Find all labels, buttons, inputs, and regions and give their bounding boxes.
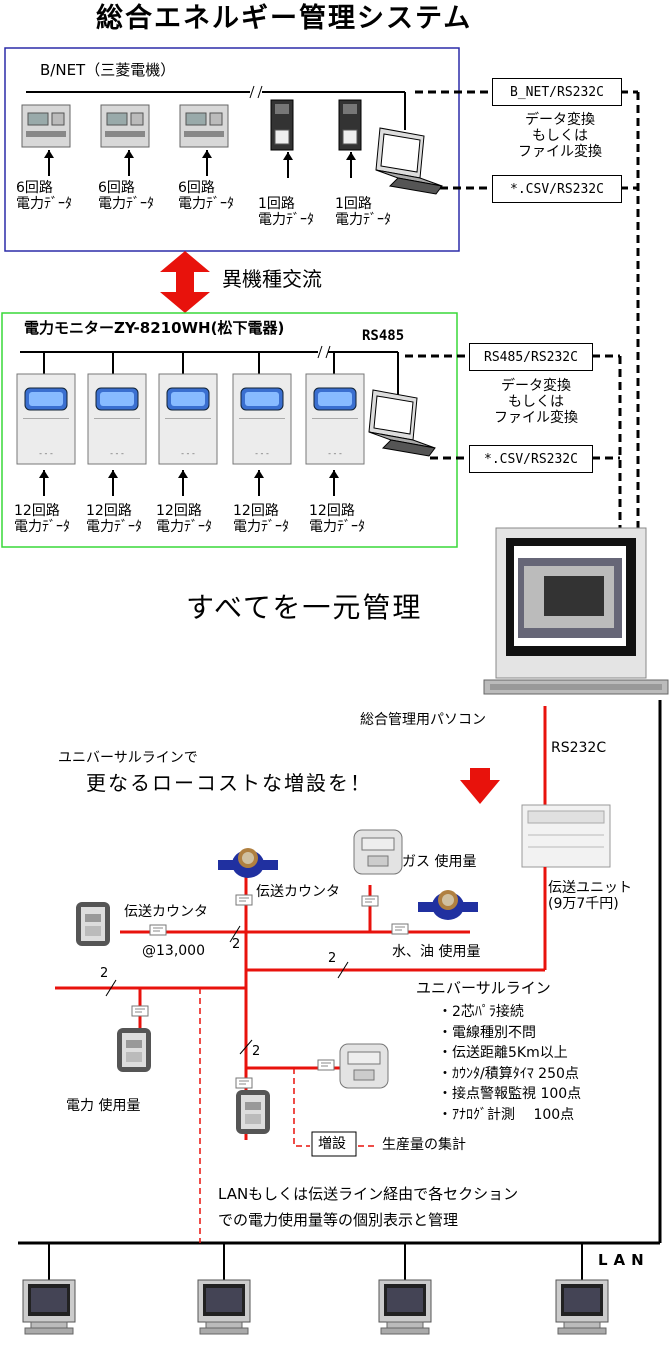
bnet-laptop	[375, 127, 443, 195]
converter-rs485: RS485/RS232C	[469, 343, 593, 371]
counter-label: 伝送カウンタ	[256, 884, 340, 900]
zy-meter	[16, 373, 76, 465]
universal-headline: 更なるローコストな増設を！	[86, 771, 372, 795]
convert-note: データ変換もしくはファイル変換	[494, 378, 578, 427]
convert-note: データ変換もしくはファイル変換	[518, 112, 602, 161]
addon-box	[311, 1131, 357, 1157]
unify-label: すべてを一元管理	[186, 591, 423, 624]
feature-item: ・ｶｳﾝﾀ/積算ﾀｲﾏ 250点	[438, 1065, 579, 1082]
monitor-meter-label: 12回路電力ﾃﾞｰﾀ	[156, 503, 212, 536]
lan-pc	[22, 1279, 76, 1335]
converter-csv: *.CSV/RS232C	[469, 445, 593, 473]
bnet-meter-label: 1回路電力ﾃﾞｰﾀ	[258, 196, 314, 229]
main-pc	[483, 527, 669, 695]
monitor-frame	[1, 312, 458, 548]
converter-csv: *.CSV/RS232C	[492, 175, 622, 203]
zy-meter	[232, 373, 292, 465]
universal-title: ユニバーサルライン	[416, 979, 551, 997]
breaker	[270, 99, 294, 151]
wire-count: 2	[100, 966, 109, 981]
feature-item: ・ｱﾅﾛｸﾞ計測 100点	[438, 1106, 575, 1123]
monitor-meter-label: 12回路電力ﾃﾞｰﾀ	[233, 503, 289, 536]
zy-meter	[87, 373, 147, 465]
transmit-unit	[521, 804, 611, 868]
lan-pc	[555, 1279, 609, 1335]
monitor-label: 電力モニターZY-8210WH(松下電器)	[24, 319, 285, 337]
converter-bnet: B_NET/RS232C	[492, 78, 622, 106]
monitor-meter-label: 12回路電力ﾃﾞｰﾀ	[86, 503, 142, 536]
bnet-frame	[4, 47, 460, 252]
bnet-meter-label: 6回路電力ﾃﾞｰﾀ	[16, 180, 72, 213]
bnet-meter-label: 1回路電力ﾃﾞｰﾀ	[335, 196, 391, 229]
monitor-meter-label: 12回路電力ﾃﾞｰﾀ	[14, 503, 70, 536]
zy-meter	[305, 373, 365, 465]
counter-label: 伝送カウンタ	[124, 904, 208, 920]
counter-left	[76, 902, 110, 946]
lan-note: での電力使用量等の個別表示と管理	[218, 1211, 459, 1229]
rs485-label: RS485	[362, 328, 405, 344]
wire-count: 2	[232, 937, 241, 952]
universal-intro: ユニバーサルラインで	[58, 750, 198, 766]
water-meter-top	[218, 848, 278, 878]
monitor-laptop	[368, 389, 436, 457]
power-meter	[117, 1028, 151, 1072]
power-label: 電力 使用量	[66, 1098, 141, 1114]
bnet-meter	[179, 104, 229, 148]
feature-item: ・電線種別不問	[438, 1024, 536, 1041]
water-label: 水、油 使用量	[392, 944, 481, 960]
wire-count: 2	[328, 951, 337, 966]
power-meter-lower	[236, 1090, 270, 1134]
gas-meter-lower	[339, 1043, 389, 1089]
wire-count: 2	[252, 1044, 261, 1059]
production-label: 生産量の集計	[382, 1137, 466, 1153]
feature-item: ・2芯ﾊﾟﾗ接続	[438, 1004, 524, 1020]
addon-label: 増設	[318, 1136, 346, 1152]
exchange-label: 異機種交流	[222, 267, 322, 291]
water-meter-right	[418, 890, 478, 920]
breaker	[338, 99, 362, 151]
zy-meter	[158, 373, 218, 465]
feature-list: ・2芯ﾊﾟﾗ接続 ・電線種別不問 ・伝送距離5Km以上 ・ｶｳﾝﾀ/積算ﾀｲﾏ …	[438, 1002, 581, 1126]
down-arrow	[460, 768, 500, 804]
rs232c-label: RS232C	[551, 740, 607, 756]
bnet-meter-label: 6回路電力ﾃﾞｰﾀ	[98, 180, 154, 213]
gas-meter-top	[353, 829, 403, 875]
bnet-label: B/NET（三菱電機）	[40, 61, 176, 79]
lan-label: LAN	[598, 1251, 650, 1269]
feature-item: ・伝送距離5Km以上	[438, 1045, 568, 1062]
transmit-unit-label: 伝送ユニット(9万7千円)	[548, 880, 632, 913]
bnet-meter-label: 6回路電力ﾃﾞｰﾀ	[178, 180, 234, 213]
page-title: 総合エネルギー管理システム	[96, 3, 473, 34]
exchange-arrow	[160, 251, 210, 313]
monitor-meter-label: 12回路電力ﾃﾞｰﾀ	[309, 503, 365, 536]
feature-item: ・接点警報監視 100点	[438, 1086, 582, 1103]
pc-label: 総合管理用パソコン	[360, 712, 486, 728]
bnet-meter	[21, 104, 71, 148]
bnet-meter	[100, 104, 150, 148]
lan-pc	[378, 1279, 432, 1335]
gas-label: ガス 使用量	[402, 854, 477, 870]
lan-pc	[197, 1279, 251, 1335]
price-label: @13,000	[142, 943, 205, 959]
lan-note: LANもしくは伝送ライン経由で各セクション	[218, 1185, 519, 1203]
